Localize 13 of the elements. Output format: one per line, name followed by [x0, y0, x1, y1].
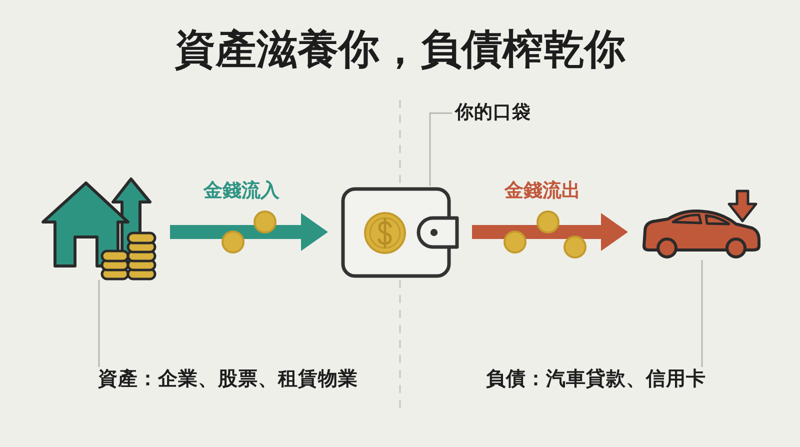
house-coins-drawing	[40, 176, 158, 280]
leader-line	[701, 260, 703, 367]
flow-arrow	[472, 213, 628, 251]
category-label: 負債：汽車貸款、信用卡	[486, 367, 706, 390]
category-label: 資產：企業、股票、租賃物業	[98, 367, 358, 390]
edge-label: 金錢流入	[202, 180, 282, 202]
wallet-icon	[340, 186, 460, 280]
flow-arrow	[170, 213, 328, 251]
diagram-title: 資產滋養你，負債榨乾你	[174, 25, 626, 74]
leader-line	[98, 280, 100, 367]
leader-line	[429, 112, 452, 186]
car-icon	[640, 208, 762, 260]
callout-label: 你的口袋	[455, 102, 531, 124]
